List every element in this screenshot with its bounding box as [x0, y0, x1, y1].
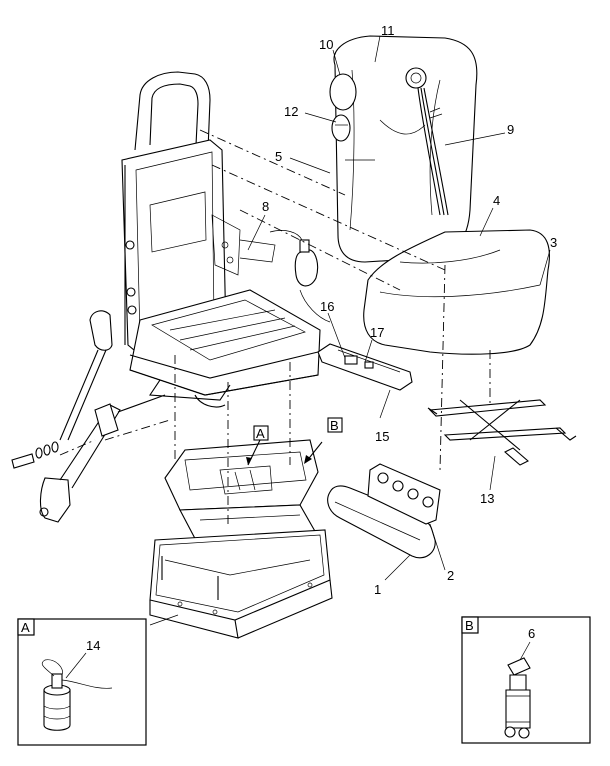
assembly-lines — [59, 129, 491, 525]
inset-b: B 6 — [461, 616, 591, 744]
cushion-straps — [427, 399, 577, 466]
inset-b-label: B — [465, 618, 474, 633]
detail-marker-a: A — [246, 425, 269, 466]
detail-label-b: B — [330, 418, 339, 433]
inset-a-label: A — [21, 620, 30, 635]
backrest-cushion — [333, 35, 478, 263]
callout-12: 12 — [284, 104, 298, 119]
side-pads — [329, 73, 357, 142]
callout-16: 16 — [320, 299, 334, 314]
callout-17: 17 — [370, 325, 384, 340]
callout-15: 15 — [375, 429, 389, 444]
detail-label-a: A — [256, 426, 265, 441]
callout-14: 14 — [86, 638, 100, 653]
leader-lines — [149, 35, 551, 626]
armrest-bracket — [367, 463, 441, 525]
inset-a: A 14 — [17, 618, 147, 746]
callout-8: 8 — [262, 199, 269, 214]
detail-marker-b: B — [304, 417, 343, 464]
seat-base — [149, 529, 333, 639]
callout-6: 6 — [528, 626, 535, 641]
callout-5: 5 — [275, 149, 282, 164]
lumbar-harness — [405, 67, 449, 216]
callout-9: 9 — [507, 122, 514, 137]
callout-3: 3 — [550, 235, 557, 250]
callout-2: 2 — [447, 568, 454, 583]
callout-1: 1 — [374, 582, 381, 597]
callout-13: 13 — [480, 491, 494, 506]
callout-11: 11 — [381, 23, 395, 38]
seat-belt — [11, 310, 166, 523]
callout-4: 4 — [493, 193, 500, 208]
air-bulb — [269, 230, 331, 323]
callout-10: 10 — [319, 37, 333, 52]
seat-cushion — [363, 229, 550, 355]
control-panel — [317, 343, 413, 391]
seat-back-frame — [121, 71, 321, 408]
